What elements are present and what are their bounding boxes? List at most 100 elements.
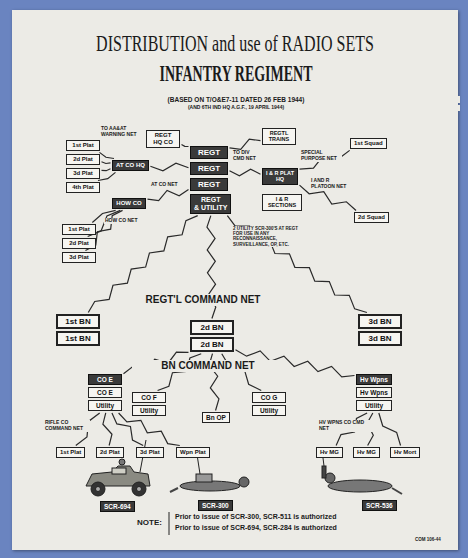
radio-link [148, 189, 189, 200]
radio-link [103, 413, 112, 446]
section-box: Hv Mort [390, 447, 420, 458]
platoon-box: 1st Plat [56, 447, 85, 458]
hq-box: REGT HQ CO [146, 130, 180, 148]
box-text: 1st Plat [60, 449, 81, 456]
note-text: Prior to issue of SCR-300, SCR-511 is au… [174, 513, 337, 521]
squad-box: 2d Squad [354, 212, 389, 223]
net-name: TO AA&AT WARNING NET [100, 126, 144, 138]
company-box: HOW CO [112, 198, 146, 209]
squad-box: 1st Squad [350, 138, 387, 149]
box-text: Bn OP [206, 414, 226, 421]
remark-text: 2 UTILITY SCR-300'S AT REGT FOR USE IN A… [232, 226, 304, 247]
radio-link [112, 413, 143, 446]
set-name-box: SCR-694 [100, 501, 135, 512]
box-text: 3d Plat [140, 449, 160, 456]
box-text: Utility [92, 402, 118, 409]
prone-soldier-figure [170, 448, 249, 492]
box-text: CO E [92, 376, 118, 383]
box-text: 3d Plat [66, 254, 92, 261]
box-text: REGTL TRAINS [266, 130, 292, 143]
net-name: AT CO NET [150, 182, 182, 188]
radio-link [379, 413, 401, 446]
radio-link [102, 162, 111, 164]
box-text: Hv Mort [394, 449, 416, 456]
basis-note: (AND 6TH IND HQ A.G.F., 19 APRIL 1944) [12, 105, 460, 111]
radio-link [99, 152, 113, 158]
box-text: REGT [194, 148, 224, 157]
box-text: HOW CO [116, 200, 142, 207]
net-name: BN COMMAND NET [132, 360, 284, 372]
basis-note: (BASED ON T/O&E7-11 DATED 26 FEB 1944) [12, 96, 460, 103]
radio-link [119, 413, 180, 446]
box-text: I & R SECTIONS [266, 196, 298, 209]
utility-box: Utility [356, 400, 392, 411]
recon-box: I & R SECTIONS [262, 194, 302, 211]
box-text: SCR-536 [366, 502, 393, 509]
net-name: I AND R PLATOON NET [310, 178, 350, 190]
company-box: CO E [88, 374, 122, 385]
box-text: 3d BN [363, 317, 397, 326]
battalion-box: 2d BN [190, 337, 234, 352]
subtitle: INFANTRY REGIMENT [12, 62, 460, 88]
radio-link [182, 144, 189, 146]
box-text: Wpn Plat [180, 449, 206, 456]
note-heading: NOTE: [136, 518, 163, 527]
box-text: 1st Plat [70, 142, 96, 149]
radio-link [230, 139, 261, 149]
platoon-box: 1st Plat [66, 140, 100, 151]
net-name: SPECIAL PURPOSE NET [300, 150, 342, 162]
note-bar [169, 512, 170, 535]
box-text: CO E [92, 389, 118, 396]
platoon-box: 2d Plat [96, 447, 124, 458]
platoon-box: 4th Plat [66, 182, 100, 193]
box-text: 3d Plat [70, 170, 96, 177]
box-text: 1st BN [61, 317, 95, 326]
box-text: 2d BN [195, 323, 229, 332]
radio-link [98, 172, 115, 180]
utility-box: Utility [88, 400, 122, 411]
company-box: Hv Wpns [356, 374, 392, 385]
company-box: CO F [132, 392, 166, 403]
radio-link [300, 150, 350, 169]
net-name: TO DIV CMD NET [232, 150, 262, 162]
box-text: 1st BN [61, 334, 95, 343]
note-text: Prior to issue of SCR-694, SCR-284 is au… [174, 524, 338, 532]
battalion-box: 1st BN [56, 331, 100, 346]
box-text: 2d Plat [100, 449, 120, 456]
box-text: AT CO HQ [116, 162, 145, 169]
box-text: CO F [136, 394, 162, 401]
platoon-box: 3d Plat [62, 252, 96, 263]
battalion-box: 3d BN [358, 314, 402, 329]
platoon-box: 2d Plat [66, 154, 100, 165]
net-name: HOW CO NET [104, 218, 140, 224]
box-text: Hv Wpns [360, 389, 388, 396]
box-text: REGT HQ CO [150, 132, 176, 146]
box-text: REGT [194, 180, 224, 189]
box-text: 3d BN [363, 334, 397, 343]
platoon-box: 2d Plat [62, 238, 96, 249]
radio-link [102, 169, 111, 171]
box-text: 2d BN [195, 340, 229, 349]
battalion-box: 2d BN [190, 320, 234, 335]
platoon-box: 3d Plat [136, 447, 164, 458]
box-text: 2d Squad [358, 214, 385, 221]
platoon-box: Wpn Plat [176, 447, 210, 458]
net-name: HV WPNS CO CMD NET [318, 420, 376, 432]
battalion-box: 1st BN [56, 314, 100, 329]
company-box: Hv Wpns [356, 387, 392, 398]
regiment-box: REGT [190, 178, 228, 191]
company-box: CO E [88, 387, 122, 398]
box-text: Utility [136, 407, 162, 414]
box-text: Utility [256, 407, 282, 414]
platoon-box: 3d Plat [66, 168, 100, 179]
trains-box: REGTL TRAINS [262, 128, 296, 145]
box-text: Hv MG [320, 449, 339, 456]
box-text: & UTILITY [194, 204, 227, 212]
regiment-box: REGT [190, 162, 228, 175]
box-text: CO G [256, 394, 282, 401]
regiment-box: REGT& UTILITY [190, 194, 231, 214]
net-name: RIFLE CO COMMAND NET [44, 420, 90, 432]
company-box: AT CO HQ [112, 160, 149, 171]
section-box: Hv MG [316, 447, 343, 458]
box-text: 2d Plat [70, 156, 96, 163]
